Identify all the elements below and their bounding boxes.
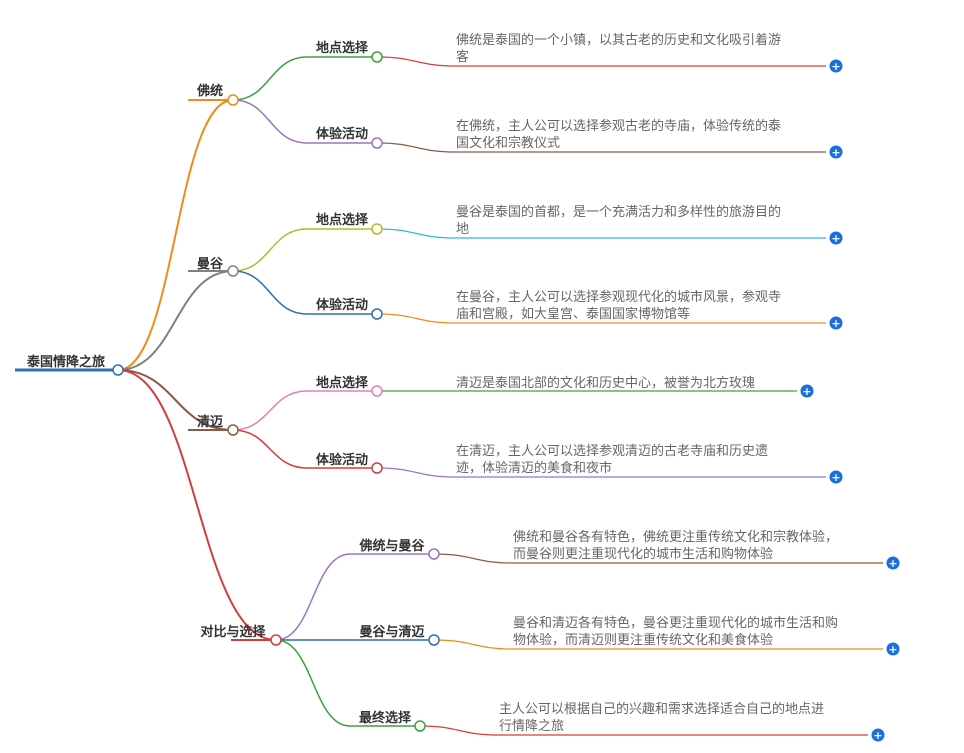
subtopic-connector bbox=[232, 429, 308, 469]
plus-icon bbox=[886, 556, 900, 570]
leaf-text: 物体验，而清迈则更注重传统文化和美食体验 bbox=[513, 632, 773, 648]
plus-icon bbox=[829, 470, 843, 484]
subtopic-label: 地点选择 bbox=[316, 375, 369, 391]
leaf-text: 在曼谷，主人公可以选择参观现代化的城市风景，参观寺 bbox=[456, 289, 781, 305]
branch-connector bbox=[117, 369, 234, 431]
collapse-node-circle[interactable] bbox=[227, 265, 239, 277]
expand-button[interactable]: + bbox=[829, 316, 843, 331]
plus-symbol: + bbox=[888, 643, 897, 656]
collapse-node-circle[interactable] bbox=[227, 424, 239, 436]
collapse-node-circle[interactable] bbox=[371, 51, 383, 63]
leaf-text: 行情降之旅 bbox=[499, 719, 564, 734]
subtopic-label: 体验活动 bbox=[316, 297, 368, 313]
plus-symbol: + bbox=[831, 471, 840, 484]
expand-button[interactable]: + bbox=[829, 231, 843, 246]
plus-symbol: + bbox=[831, 60, 840, 73]
plus-symbol: + bbox=[831, 232, 840, 245]
branch-connector bbox=[117, 270, 234, 371]
subtopic-label: 体验活动 bbox=[316, 452, 368, 468]
leaf-text: 客 bbox=[456, 49, 469, 65]
branch-connector bbox=[117, 99, 234, 371]
branch-topic: 曼谷 bbox=[197, 256, 224, 272]
plus-icon bbox=[800, 384, 814, 398]
collapse-node-circle[interactable] bbox=[371, 137, 383, 149]
leaf-text: 在清迈，主人公可以选择参观清迈的古老寺庙和历史遗 bbox=[456, 443, 768, 459]
subtopic-connector bbox=[275, 639, 351, 727]
leaf-connector bbox=[376, 56, 457, 67]
expand-button[interactable]: + bbox=[871, 728, 885, 743]
subtopic-connector bbox=[232, 228, 308, 272]
subtopic-connector bbox=[232, 56, 308, 101]
leaf-text: 国文化和宗教仪式 bbox=[456, 135, 560, 151]
subtopic-label: 地点选择 bbox=[316, 212, 369, 228]
leaf-text: 曼谷是泰国的首都，是一个充满活力和多样性的旅游目的 bbox=[456, 204, 781, 220]
leaf-connector bbox=[419, 725, 500, 736]
collapse-node-circle[interactable] bbox=[112, 364, 124, 376]
leaf-connector bbox=[376, 467, 457, 478]
collapse-node-circle[interactable] bbox=[414, 720, 426, 732]
plus-icon bbox=[829, 145, 843, 159]
subtopic-label: 佛统与曼谷 bbox=[358, 538, 425, 554]
leaf-text: 在佛统，主人公可以选择参观古老的寺庙，体验传统的泰 bbox=[456, 118, 781, 134]
subtopic-connector bbox=[232, 390, 308, 431]
leaf-text: 庙和宫殿，如大皇宫、泰国国家博物馆等 bbox=[456, 306, 690, 322]
leaf-connector bbox=[376, 228, 457, 239]
subtopic-label: 地点选择 bbox=[316, 40, 369, 56]
subtopic-connector bbox=[232, 270, 308, 315]
leaf-text: 曼谷和清迈各有特色，曼谷更注重现代化的城市生活和购 bbox=[513, 615, 838, 631]
plus-symbol: + bbox=[873, 729, 882, 742]
leaf-text: 主人公可以根据自己的兴趣和需求选择适合自己的地点进 bbox=[499, 701, 824, 717]
subtopic-label: 体验活动 bbox=[316, 126, 368, 142]
leaf-text: 而曼谷则更注重现代化的城市生活和购物体验 bbox=[513, 546, 773, 562]
plus-symbol: + bbox=[831, 317, 840, 330]
plus-icon bbox=[829, 59, 843, 73]
leaf-text: 迹，体验清迈的美食和夜市 bbox=[456, 460, 612, 476]
collapse-node-circle[interactable] bbox=[371, 308, 383, 320]
subtopic-connector bbox=[275, 553, 351, 641]
subtopic-label: 曼谷与清迈 bbox=[359, 624, 424, 640]
leaf-connector bbox=[433, 553, 514, 564]
collapse-node-circle[interactable] bbox=[371, 462, 383, 474]
collapse-node-circle[interactable] bbox=[371, 385, 383, 397]
leaf-text: 佛统是泰国的一个小镇，以其古老的历史和文化吸引着游 bbox=[456, 32, 781, 48]
leaf-text: 佛统和曼谷各有特色，佛统更注重传统文化和宗教体验， bbox=[513, 529, 838, 545]
branch-topic: 清迈 bbox=[197, 414, 223, 430]
collapse-node-circle[interactable] bbox=[371, 223, 383, 235]
expand-button[interactable]: + bbox=[800, 384, 814, 399]
branch-connector bbox=[117, 369, 277, 641]
branch-topic: 佛统 bbox=[196, 83, 223, 99]
plus-symbol: + bbox=[802, 385, 811, 398]
collapse-node-circle[interactable] bbox=[270, 634, 282, 646]
expand-button[interactable]: + bbox=[886, 642, 900, 657]
expand-button[interactable]: + bbox=[829, 59, 843, 74]
collapse-node-circle[interactable] bbox=[428, 634, 440, 646]
collapse-node-circle[interactable] bbox=[227, 94, 239, 106]
plus-icon bbox=[871, 728, 885, 742]
root-topic: 泰国情降之旅 bbox=[26, 354, 105, 370]
plus-icon bbox=[829, 231, 843, 245]
plus-icon bbox=[886, 642, 900, 656]
plus-icon bbox=[829, 316, 843, 330]
subtopic-connector bbox=[232, 99, 308, 144]
expand-button[interactable]: + bbox=[886, 556, 900, 571]
leaf-text: 地 bbox=[456, 222, 469, 237]
leaf-connector bbox=[376, 313, 457, 324]
plus-symbol: + bbox=[888, 557, 897, 570]
leaf-connector bbox=[376, 142, 457, 153]
expand-button[interactable]: + bbox=[829, 145, 843, 160]
subtopic-label: 最终选择 bbox=[359, 710, 412, 726]
branch-topic: 对比与选择 bbox=[200, 624, 266, 640]
leaf-connector bbox=[433, 639, 514, 650]
leaf-text: 清迈是泰国北部的文化和历史中心，被誉为北方玫瑰 bbox=[456, 375, 755, 391]
collapse-node-circle[interactable] bbox=[428, 548, 440, 560]
plus-symbol: + bbox=[831, 146, 840, 159]
expand-button[interactable]: + bbox=[829, 470, 843, 485]
